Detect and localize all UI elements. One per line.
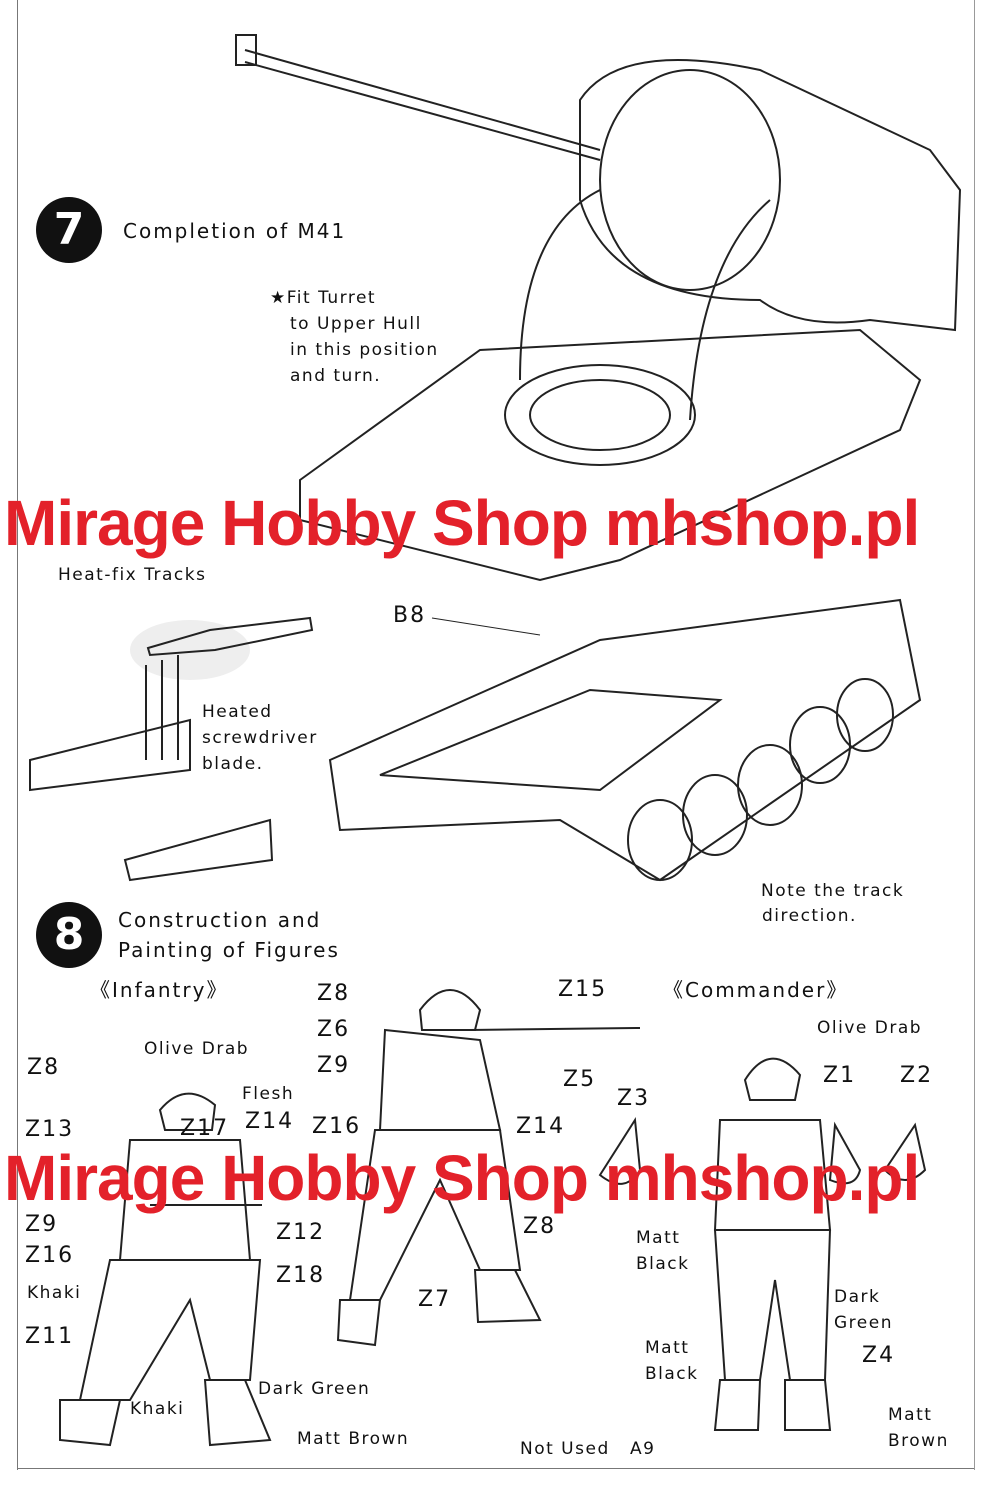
part-label: Z18: [276, 1263, 326, 1288]
paint-label: Dark Green: [834, 1287, 893, 1333]
part-label: Z16: [312, 1114, 362, 1139]
step-8-badge: 8: [36, 902, 102, 968]
part-label: Z5: [563, 1067, 597, 1092]
commander-title: 《Commander》: [663, 978, 849, 1002]
paint-label: Olive Drab: [144, 1039, 250, 1059]
part-label: Z17: [180, 1116, 230, 1141]
part-label: Z2: [900, 1063, 934, 1088]
page-border-bottom: [17, 1468, 975, 1469]
commander-figure-drawing: [598, 1057, 927, 1431]
note-line: in this position: [290, 340, 439, 360]
note-line: screwdriver: [202, 728, 318, 748]
note-line: Note the track: [761, 881, 905, 901]
note-line: blade.: [202, 754, 264, 774]
part-label: Z14: [516, 1114, 566, 1139]
step-8-title-line: Construction and: [118, 908, 322, 932]
watermark: Mirage Hobby Shop mhshop.pl: [4, 487, 920, 559]
paint-label: Matt Black: [636, 1228, 690, 1274]
paint-label: Khaki: [130, 1399, 185, 1419]
part-label: Z8: [27, 1055, 61, 1080]
upper-hull-drawing: [299, 328, 922, 582]
note-line: Heated: [202, 702, 273, 722]
part-label: Z12: [276, 1220, 326, 1245]
part-label: Z9: [317, 1053, 351, 1078]
part-label: Z7: [418, 1287, 452, 1312]
part-label: Z3: [617, 1086, 651, 1111]
part-label: Z16: [25, 1243, 75, 1268]
part-label: Z8: [317, 981, 351, 1006]
paint-label: Khaki: [27, 1283, 82, 1303]
part-label: Z6: [317, 1017, 351, 1042]
part-label: Z11: [25, 1324, 75, 1349]
note-line: direction.: [762, 906, 857, 926]
lower-hull-drawing: [328, 598, 922, 882]
step-7-title: Completion of M41: [123, 219, 347, 243]
infantry-title: 《Infantry》: [90, 978, 229, 1002]
part-label: Z9: [25, 1212, 59, 1237]
turret-drawing: [235, 34, 962, 421]
part-label: Z15: [558, 977, 608, 1002]
part-label: Z1: [823, 1063, 857, 1088]
step-7-badge: 7: [36, 197, 102, 263]
heat-fix-diagram: [29, 616, 314, 882]
paint-label: Flesh: [242, 1084, 295, 1104]
part-label: Z14: [245, 1109, 295, 1134]
part-label: Z13: [25, 1117, 75, 1142]
part-label: Z4: [862, 1343, 896, 1368]
part-label: Z8: [523, 1214, 557, 1239]
not-used-part: A9: [630, 1439, 656, 1459]
note-line: ★Fit Turret: [270, 288, 377, 308]
part-label-b8: B8: [393, 603, 427, 628]
paint-label: Matt Brown: [888, 1405, 949, 1451]
note-line: and turn.: [290, 366, 382, 386]
paint-label: Matt Black: [645, 1338, 699, 1384]
paint-label: Dark Green: [258, 1379, 371, 1399]
paint-label: Olive Drab: [817, 1018, 923, 1038]
note-line: to Upper Hull: [290, 314, 422, 334]
step-8-title-line: Painting of Figures: [118, 938, 340, 962]
not-used-label: Not Used: [520, 1439, 610, 1459]
page-border-left: [17, 0, 18, 1470]
infantry-figure-drawing: [59, 1092, 272, 1447]
paint-label: Matt Brown: [297, 1429, 410, 1449]
heat-fix-label: Heat-fix Tracks: [58, 565, 207, 585]
watermark: Mirage Hobby Shop mhshop.pl: [4, 1142, 920, 1214]
page-border-right: [974, 0, 975, 1470]
rifleman-figure-drawing: [336, 989, 641, 1347]
